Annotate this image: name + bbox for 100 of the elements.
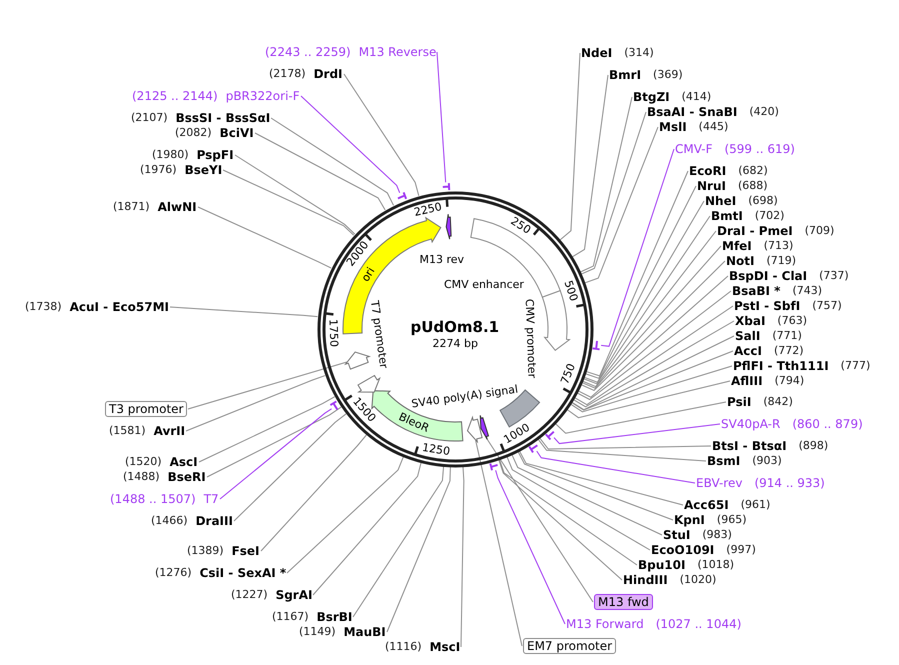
plasmid-name: pUdOm8.1 bbox=[410, 318, 500, 336]
leader-line bbox=[312, 462, 422, 596]
site-position: (777) bbox=[840, 359, 870, 373]
feature-label: T7 promoter bbox=[368, 299, 390, 369]
leader-line bbox=[518, 451, 674, 520]
enzyme-name: PstI - SbfI bbox=[734, 299, 800, 313]
primer-range: (2243 .. 2259) bbox=[265, 45, 351, 59]
leader-line bbox=[560, 52, 580, 240]
leader-line bbox=[436, 52, 446, 183]
enzyme-name: BsmI bbox=[707, 454, 740, 468]
site-position: (1581) bbox=[109, 424, 146, 438]
enzyme-name: FseI bbox=[232, 544, 260, 558]
leader-line bbox=[270, 118, 394, 206]
site-position: (1149) bbox=[299, 625, 336, 639]
enzyme-name: EcoO109I bbox=[651, 543, 714, 557]
primer-name: SV40pA-R bbox=[721, 417, 780, 431]
site-position: (1520) bbox=[125, 455, 162, 469]
leader-line bbox=[198, 396, 336, 462]
leader-line bbox=[186, 375, 326, 432]
leader-line bbox=[234, 154, 356, 235]
enzyme-name: BciVI bbox=[220, 126, 254, 140]
leader-line bbox=[386, 466, 451, 632]
feature-label: CMV promoter bbox=[522, 298, 538, 378]
site-position: (903) bbox=[752, 454, 782, 468]
primer-name: M13 Reverse bbox=[358, 45, 436, 59]
leader-line bbox=[576, 290, 732, 400]
enzyme-name: BtsI - BtsαI bbox=[712, 439, 787, 453]
plasmid-length: 2274 bp bbox=[432, 336, 478, 350]
enzyme-name: BsrBI bbox=[316, 610, 352, 624]
enzyme-name: MauBI bbox=[344, 625, 386, 639]
enzyme-name: BsaBI * bbox=[732, 284, 780, 298]
leader-line bbox=[286, 456, 404, 574]
coordinate-label: 2250 bbox=[413, 201, 444, 219]
site-position: (1980) bbox=[152, 148, 189, 162]
feature-label: CMV enhancer bbox=[444, 278, 524, 290]
coordinate-label: 250 bbox=[508, 215, 532, 237]
coordinate-label: 1250 bbox=[421, 441, 451, 458]
enzyme-name: AflIII bbox=[731, 374, 763, 388]
leader-line bbox=[170, 306, 318, 318]
site-position: (702) bbox=[754, 209, 784, 223]
site-position: (757) bbox=[812, 299, 842, 313]
leader-line bbox=[578, 276, 728, 398]
leader-line bbox=[539, 437, 712, 450]
enzyme-name: StuI bbox=[663, 528, 690, 542]
leader-line bbox=[475, 440, 522, 646]
feature-label: M13 rev bbox=[420, 252, 464, 266]
site-position: (1276) bbox=[155, 566, 192, 580]
enzyme-name: BmrI bbox=[609, 68, 642, 82]
site-position: (794) bbox=[774, 374, 804, 388]
primer-range: (1488 .. 1507) bbox=[110, 492, 196, 506]
enzyme-name: DraIII bbox=[196, 514, 233, 528]
site-position: (713) bbox=[764, 239, 794, 253]
site-position: (842) bbox=[763, 395, 793, 409]
leader-line bbox=[222, 170, 354, 236]
leader-line bbox=[460, 466, 464, 648]
site-position: (709) bbox=[804, 224, 834, 238]
leader-line bbox=[188, 362, 348, 410]
leader-line bbox=[499, 459, 638, 566]
enzyme-name: PsiI bbox=[727, 395, 752, 409]
site-position: (1976) bbox=[140, 163, 177, 177]
enzyme-name: PspFI bbox=[196, 148, 234, 162]
leader-line bbox=[538, 438, 706, 462]
leader-line bbox=[254, 132, 386, 210]
site-position: (719) bbox=[766, 254, 796, 268]
leader-line bbox=[573, 320, 734, 408]
leader-line bbox=[495, 470, 566, 624]
feature-tag: M13 fwd bbox=[594, 594, 653, 610]
enzyme-name: SalI bbox=[735, 329, 760, 343]
site-position: (961) bbox=[740, 498, 770, 512]
enzyme-name: AvrII bbox=[154, 424, 186, 438]
site-position: (414) bbox=[682, 90, 712, 104]
enzyme-name: DrdI bbox=[314, 67, 343, 81]
enzyme-name: MscI bbox=[430, 640, 460, 654]
enzyme-name: AscI bbox=[170, 455, 198, 469]
site-position: (1871) bbox=[113, 200, 150, 214]
site-position: (369) bbox=[653, 68, 683, 82]
site-position: (771) bbox=[772, 329, 802, 343]
site-position: (1227) bbox=[231, 588, 268, 602]
leader-line bbox=[498, 459, 622, 580]
leader-line bbox=[234, 413, 347, 522]
primer-name: M13 Forward bbox=[566, 617, 644, 631]
site-position: (1116) bbox=[385, 640, 422, 654]
enzyme-name: BsaAI - SnaBI bbox=[647, 105, 738, 119]
leader-line bbox=[300, 96, 400, 194]
enzyme-name: Acc65I bbox=[684, 498, 729, 512]
site-position: (2178) bbox=[269, 67, 306, 81]
site-position: (772) bbox=[774, 344, 804, 358]
leader-line bbox=[571, 350, 734, 411]
feature-label: SV40 poly(A) signal bbox=[410, 382, 518, 410]
site-position: (965) bbox=[716, 513, 746, 527]
site-position: (2107) bbox=[131, 111, 168, 125]
site-position: (898) bbox=[798, 439, 828, 453]
leader-line bbox=[511, 454, 662, 536]
enzyme-name: AlwNI bbox=[158, 200, 197, 214]
leader-line bbox=[206, 406, 342, 478]
enzyme-name: MslI bbox=[659, 120, 687, 134]
leader-line bbox=[570, 366, 732, 412]
site-position: (763) bbox=[777, 314, 807, 328]
leader-line bbox=[580, 96, 632, 272]
primer-name: CMV-F bbox=[675, 142, 712, 156]
